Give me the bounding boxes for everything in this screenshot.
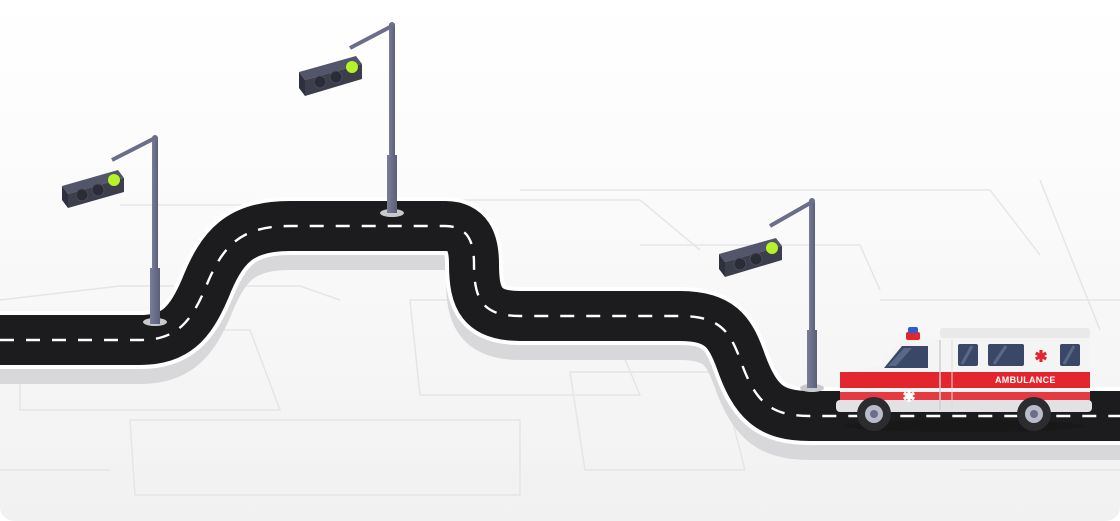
traffic-light-right bbox=[719, 198, 824, 392]
ambulance-label: AMBULANCE bbox=[995, 375, 1056, 385]
traffic-light-center bbox=[299, 22, 404, 217]
green-signal-left bbox=[108, 174, 120, 186]
green-signal-right bbox=[766, 242, 778, 254]
signal-housing-right bbox=[719, 238, 782, 277]
traffic-light-left bbox=[62, 135, 167, 326]
rear-wheel bbox=[1017, 397, 1051, 431]
front-wheel bbox=[857, 397, 891, 431]
star-of-life-icon bbox=[903, 390, 915, 402]
green-signal-center bbox=[346, 61, 358, 73]
signal-housing-left bbox=[62, 170, 124, 208]
ambulance: AMBULANCE bbox=[836, 327, 1092, 432]
signal-housing-center bbox=[299, 56, 362, 96]
star-of-life-icon bbox=[1035, 350, 1047, 362]
lane-markings bbox=[0, 224, 1120, 418]
